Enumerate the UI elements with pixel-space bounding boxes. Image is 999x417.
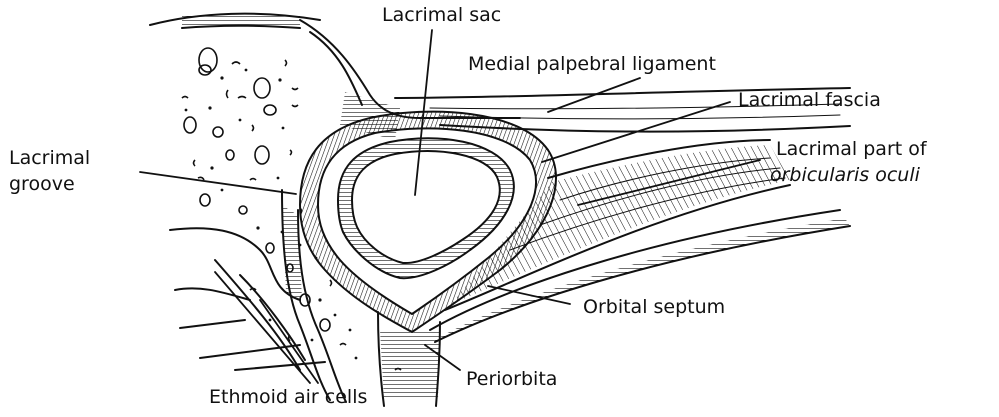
sac-lumen <box>352 151 500 263</box>
duct-hatch <box>380 330 440 400</box>
label-ethmoid-air-cells: Ethmoid air cells <box>209 385 367 409</box>
label-lacrimal-fascia: Lacrimal fascia <box>738 88 881 112</box>
label-lacrimal-part-line2: orbicularis oculi <box>770 163 920 187</box>
label-medial-palpebral-ligament: Medial palpebral ligament <box>468 52 716 76</box>
label-periorbita: Periorbita <box>466 367 557 391</box>
label-lacrimal-groove-line1: Lacrimal <box>9 146 90 170</box>
label-lacrimal-groove-line2: groove <box>9 172 75 196</box>
bone-stipple <box>182 48 401 370</box>
label-lacrimal-part-line1: Lacrimal part of <box>776 137 927 161</box>
leader-lacrimal-groove <box>140 172 296 194</box>
leader-ethmoid-2 <box>260 300 318 383</box>
label-orbital-septum: Orbital septum <box>583 295 725 319</box>
label-lacrimal-sac: Lacrimal sac <box>382 3 501 27</box>
